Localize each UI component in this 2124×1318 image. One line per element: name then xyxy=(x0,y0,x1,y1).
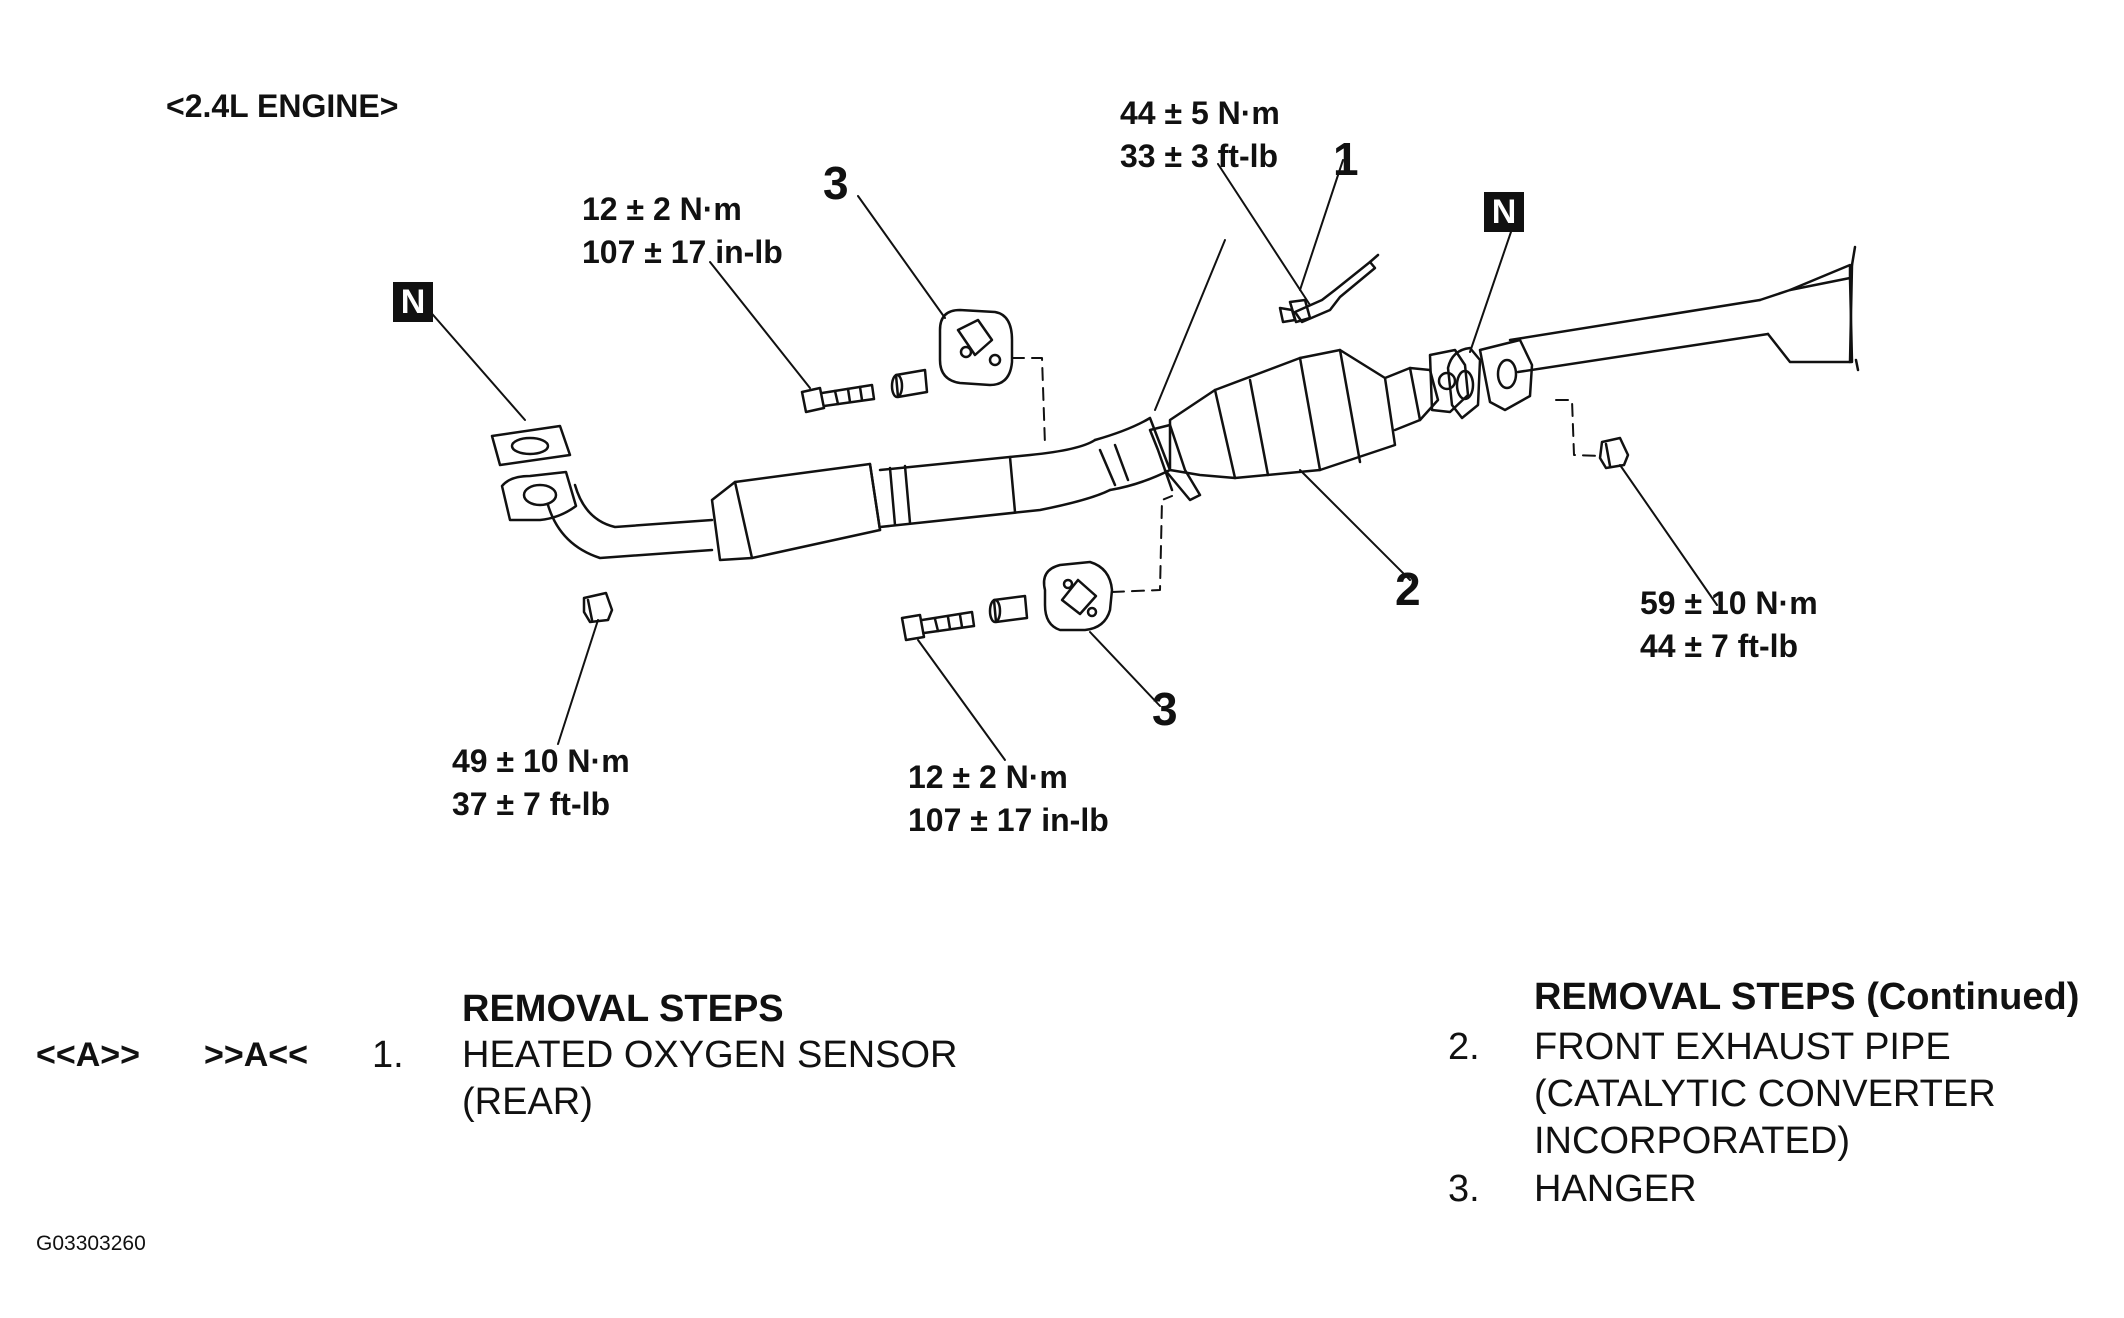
removal-steps-title: REMOVAL STEPS xyxy=(462,988,784,1030)
torque-hanger-bolt-top: 12 ± 2 N·m 107 ± 17 in-lb xyxy=(582,191,783,270)
callout-3-upper: 3 xyxy=(823,157,849,209)
new-part-mark-front: N xyxy=(393,282,433,322)
torque-flange-nut-front: 49 ± 10 N·m 37 ± 7 ft-lb xyxy=(452,743,630,822)
removal-step-3-text: HANGER xyxy=(1534,1168,1697,1210)
removal-step-1-number: 1. xyxy=(372,1034,404,1076)
callout-1: 1 xyxy=(1333,133,1359,185)
assembly-lines xyxy=(1011,357,1601,593)
oxygen-sensor xyxy=(1278,253,1380,324)
callout-2: 2 xyxy=(1395,563,1421,615)
installation-marker-1: >>A<< xyxy=(204,1036,308,1074)
rear-gasket xyxy=(1446,346,1482,420)
engine-label: <2.4L ENGINE> xyxy=(166,88,399,124)
removal-step-2-number: 2. xyxy=(1448,1026,1480,1068)
removal-steps-continued-title: REMOVAL STEPS (Continued) xyxy=(1534,976,2080,1018)
rear-exhaust-pipe xyxy=(1508,245,1860,374)
removal-step-2-text: FRONT EXHAUST PIPE (CATALYTIC CONVERTER … xyxy=(1534,1026,1996,1162)
front-exhaust-pipe xyxy=(546,348,1470,562)
leader-lines xyxy=(419,159,1718,761)
bolt-upper xyxy=(800,383,876,414)
bushing-lower xyxy=(988,594,1029,624)
callout-3-lower: 3 xyxy=(1152,683,1178,735)
torque-flange-nut-rear: 59 ± 10 N·m 44 ± 7 ft-lb xyxy=(1640,585,1818,664)
converter-bracket xyxy=(1148,423,1202,502)
torque-oxygen-sensor: 44 ± 5 N·m 33 ± 3 ft-lb xyxy=(1120,95,1280,174)
figure-id: G03303260 xyxy=(36,1232,146,1255)
nut-rear xyxy=(1598,436,1630,470)
torque-hanger-bolt-bottom: 12 ± 2 N·m 107 ± 17 in-lb xyxy=(908,759,1109,838)
hanger-upper xyxy=(938,308,1014,387)
removal-step-3-number: 3. xyxy=(1448,1168,1480,1210)
front-flange xyxy=(500,470,578,522)
new-part-mark-rear: N xyxy=(1484,192,1524,232)
removal-step-1-text: HEATED OXYGEN SENSOR (REAR) xyxy=(462,1034,958,1123)
bolt-lower xyxy=(900,610,976,642)
front-gasket xyxy=(490,424,572,467)
removal-marker-1: <<A>> xyxy=(36,1036,140,1074)
rear-flange xyxy=(1478,338,1534,412)
hanger-lower xyxy=(1042,560,1114,632)
bushing-upper xyxy=(890,368,929,399)
nut-front xyxy=(582,591,614,624)
